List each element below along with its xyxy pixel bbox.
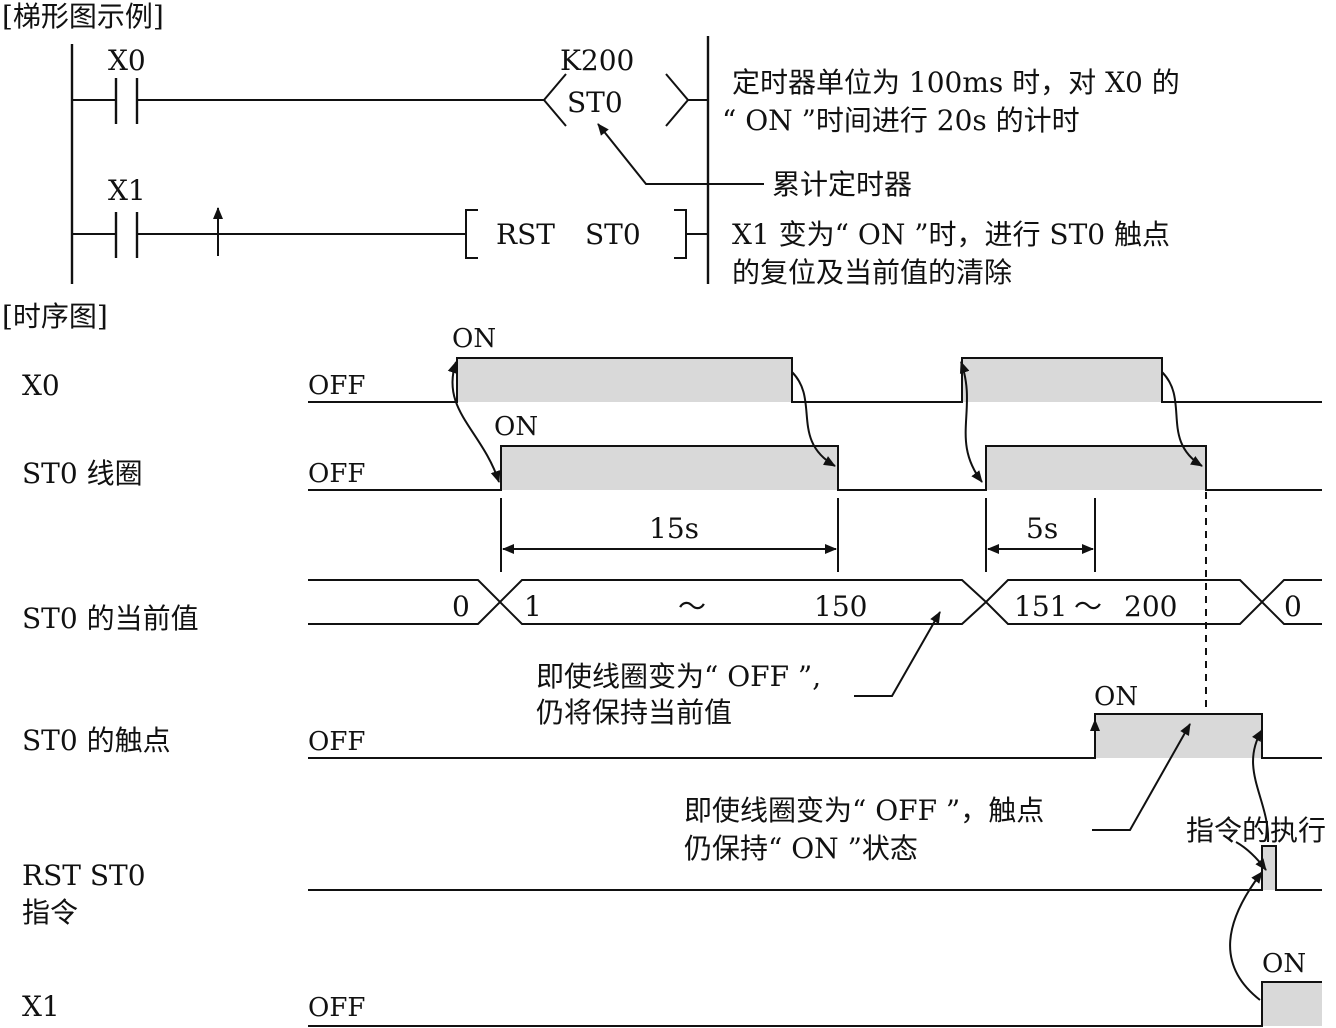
waveform-st0-coil: OFF ON xyxy=(308,412,1322,491)
value-bus-bottom xyxy=(308,600,1322,625)
timer-coil-left-bracket xyxy=(542,73,567,127)
rung-reset: X1 RST ST0 xyxy=(72,174,708,259)
x0-on-pulse-2 xyxy=(962,358,1162,402)
value-150: 150 xyxy=(814,590,867,623)
waveform-rst: 指令的执行 xyxy=(308,814,1326,891)
x1-on-label: ON xyxy=(1262,949,1306,979)
coil-on-pulse-2 xyxy=(986,446,1206,490)
timer-setpoint: K200 xyxy=(560,44,634,77)
row-label-x1: X1 xyxy=(22,990,60,1023)
hold-contact-leader xyxy=(1092,723,1191,831)
duration-markers: 15s 5s xyxy=(500,498,1096,572)
ladder-section-title: [梯形图示例] xyxy=(2,0,164,33)
hold-value-note-line1: 即使线圈变为“ OFF ”, xyxy=(536,660,821,693)
causal-arrow-x0-fall-1 xyxy=(791,371,836,467)
ladder-section: [梯形图示例] X0 K200 ST0 X1 RST xyxy=(2,0,1180,289)
x1-off-label: OFF xyxy=(308,993,365,1023)
waveform-x1: OFF ON xyxy=(308,949,1322,1027)
row-label-rst-line1: RST ST0 xyxy=(22,859,146,892)
rst-left-bracket xyxy=(465,209,478,259)
value-tilde-1: ～ xyxy=(678,590,706,623)
coil-on-pulse-1 xyxy=(501,446,838,490)
reset-causal-arrow xyxy=(1252,729,1270,843)
x1-on-pulse xyxy=(1262,982,1322,1026)
coil-signal xyxy=(308,445,1322,491)
row-label-rst-line2: 指令 xyxy=(22,896,78,929)
row-label-x0: X0 xyxy=(22,369,60,402)
waveform-st0-value: 0 1 ～ 150 151 ～ 200 0 xyxy=(308,579,1322,625)
x1-note-line1: X1 变为“ ON ”时，进行 ST0 触点 xyxy=(732,218,1170,251)
causal-arrow-x0-rise-1 xyxy=(447,361,501,483)
value-tilde-2: ～ xyxy=(1074,590,1102,623)
contact-off-label: OFF xyxy=(308,727,365,757)
row-label-st0-value: ST0 的当前值 xyxy=(22,602,199,635)
value-200: 200 xyxy=(1124,590,1177,623)
duration-5s: 5s xyxy=(1026,512,1058,545)
rst-signal xyxy=(308,845,1322,891)
x0-on-pulse-1 xyxy=(457,358,792,402)
timing-section-title: [时序图] xyxy=(2,300,108,333)
timer-coil-right-bracket xyxy=(665,73,690,127)
waveform-x0: OFF ON xyxy=(308,324,1322,403)
hold-value-leader xyxy=(854,611,941,697)
hold-contact-note-line1: 即使线圈变为“ OFF ”，触点 xyxy=(684,794,1044,827)
contact-on-label: ON xyxy=(1094,682,1138,712)
timer-note-line2: “ ON ”时间进行 20s 的计时 xyxy=(722,104,1080,137)
row-label-st0-contact: ST0 的触点 xyxy=(22,724,171,757)
waveform-st0-contact: OFF ON xyxy=(308,682,1322,759)
causal-arrow-x0-fall-2 xyxy=(1161,371,1203,467)
accumulating-timer-leader xyxy=(597,123,764,185)
value-zero-start: 0 xyxy=(452,590,470,623)
contact-signal xyxy=(308,713,1322,759)
hold-contact-note-line2: 仍保持“ ON ”状态 xyxy=(684,832,918,865)
exec-leader xyxy=(1235,841,1267,871)
contact-on-pulse xyxy=(1095,714,1262,758)
coil-off-label: OFF xyxy=(308,459,365,489)
timer-name: ST0 xyxy=(567,86,623,119)
x1-signal xyxy=(308,981,1322,1027)
value-zero-end: 0 xyxy=(1284,590,1302,623)
coil-on-label: ON xyxy=(494,412,538,442)
rst-command: RST xyxy=(496,218,555,251)
value-151: 151 xyxy=(1014,590,1067,623)
duration-15s: 15s xyxy=(649,512,699,545)
rst-right-bracket xyxy=(674,209,687,259)
rung-timer: X0 K200 ST0 xyxy=(72,44,708,127)
timing-section: [时序图] X0 ST0 线圈 ST0 的当前值 ST0 的触点 RST ST0… xyxy=(2,300,1326,1027)
exec-note: 指令的执行 xyxy=(1186,814,1326,847)
causal-arrow-x0-rise-2 xyxy=(959,361,983,483)
contact-x0-label: X0 xyxy=(108,44,146,77)
hold-value-note-line2: 仍将保持当前值 xyxy=(536,696,732,729)
row-label-st0-coil: ST0 线圈 xyxy=(22,457,143,490)
accumulating-timer-note: 累计定时器 xyxy=(772,168,912,201)
contact-x1-label: X1 xyxy=(108,174,146,207)
rst-execution-pulse xyxy=(1262,846,1276,890)
rst-target: ST0 xyxy=(585,218,641,251)
value-one: 1 xyxy=(524,590,542,623)
x1-note-line2: 的复位及当前值的清除 xyxy=(732,256,1012,289)
x1-to-rst-arrow xyxy=(1229,871,1263,1001)
x0-on-label: ON xyxy=(452,324,496,354)
x0-off-label: OFF xyxy=(308,371,365,401)
timer-note-line1: 定时器单位为 100ms 时，对 X0 的 xyxy=(732,66,1180,99)
